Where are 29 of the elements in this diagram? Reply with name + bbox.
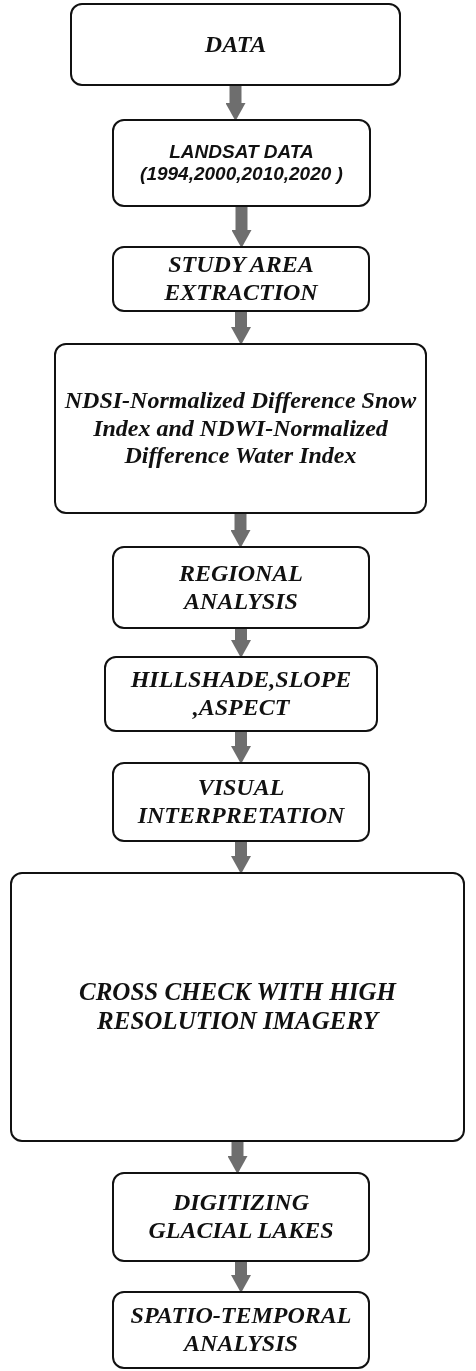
arrow: [231, 312, 251, 345]
process-box: [112, 546, 370, 629]
process-box: [112, 246, 370, 312]
arrow: [231, 629, 251, 658]
step-label: HILLSHADE,SLOPE ,ASPECT: [129, 666, 353, 722]
step-label: SPATIO-TEMPORAL ANALYSIS: [129, 1302, 353, 1358]
process-box: [112, 1172, 370, 1262]
process-box: [54, 343, 427, 514]
arrow: [231, 732, 251, 764]
step-label: DIGITIZING GLACIAL LAKES: [147, 1189, 335, 1245]
process-box: [112, 119, 371, 207]
arrow: [225, 86, 246, 121]
arrow: [231, 1262, 251, 1293]
step-label: CROSS CHECK WITH HIGH RESOLUTION IMAGERY: [78, 978, 398, 1036]
arrow: [230, 514, 251, 548]
process-box: [104, 656, 378, 732]
step-label: VISUAL INTERPRETATION: [136, 774, 346, 830]
process-box: [10, 872, 465, 1142]
step-label: LANDSAT DATA (1994,2000,2010,2020 ): [139, 141, 344, 185]
process-box: [112, 1291, 370, 1369]
process-box: [112, 762, 370, 842]
step-label: STUDY AREA EXTRACTION: [163, 251, 320, 307]
step-label: REGIONAL ANALYSIS: [178, 559, 304, 616]
arrow: [227, 1142, 248, 1174]
step-label: NDSI-Normalized Difference Snow Index and NDWI-Normalized Difference Water Index: [64, 387, 417, 470]
arrow: [231, 842, 251, 874]
process-box: [70, 3, 401, 86]
arrow: [231, 207, 252, 248]
step-label: DATA: [204, 30, 267, 59]
